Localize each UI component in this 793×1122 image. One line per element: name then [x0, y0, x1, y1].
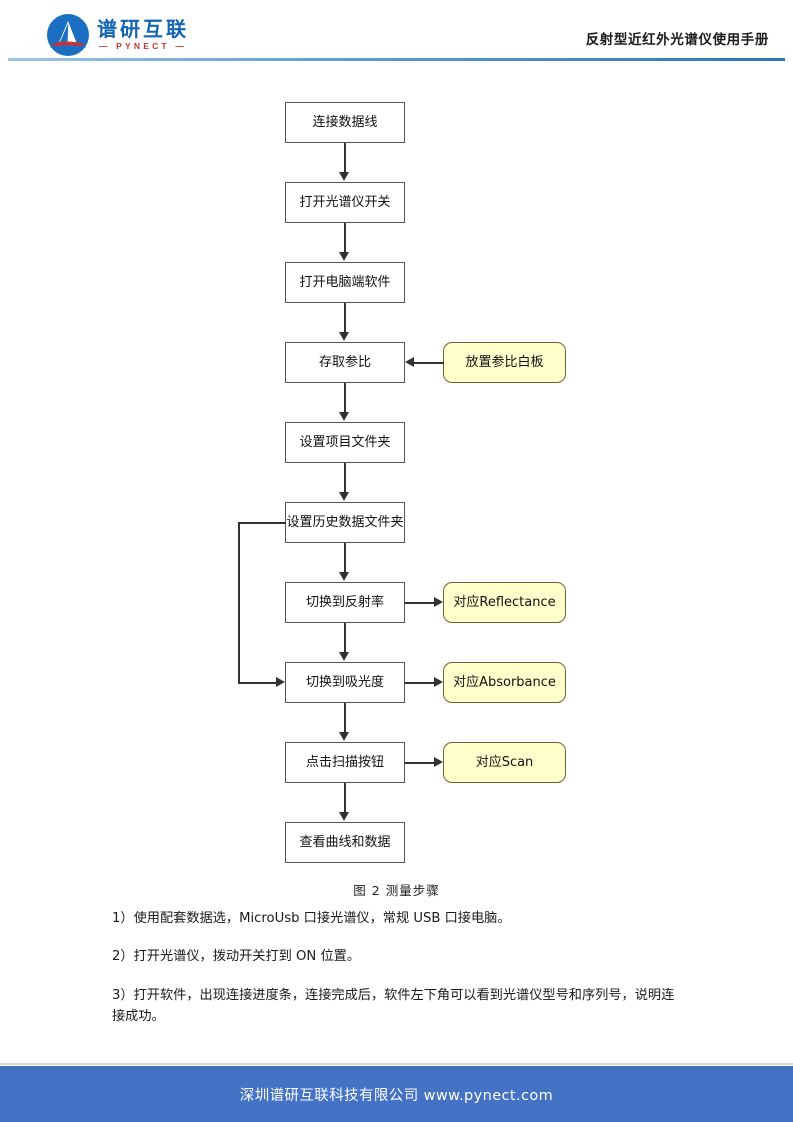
brand-wordmark: 谱研互联	[97, 17, 189, 42]
connector-note-scan	[405, 762, 435, 764]
flow-note-absorbance: 对应Absorbance	[443, 662, 566, 703]
flow-node-view-curve-data: 查看曲线和数据	[285, 822, 405, 863]
arrowhead-feedback-loop-icon	[276, 677, 285, 687]
arrowhead-2-3-icon	[339, 252, 349, 261]
feedback-loop-left-segment	[238, 522, 240, 683]
flow-note-reflectance: 对应Reflectance	[443, 582, 566, 623]
page-footer: 深圳谱研互联科技有限公司 www.pynect.com	[0, 1066, 793, 1122]
flow-node-label: 打开光谱仪开关	[299, 194, 391, 210]
flow-node-label: 切换到吸光度	[305, 674, 384, 690]
flow-node-click-scan: 点击扫描按钮	[285, 742, 405, 783]
arrowhead-3-4-icon	[339, 332, 349, 341]
arrowhead-8-9-icon	[339, 732, 349, 741]
flow-node-label: 点击扫描按钮	[305, 754, 384, 770]
connector-9-10	[344, 783, 346, 814]
arrowhead-1-2-icon	[339, 172, 349, 181]
footer-company-text: 深圳谱研互联科技有限公司 www.pynect.com	[239, 1087, 554, 1104]
footer-divider-rule	[0, 1063, 793, 1065]
arrowhead-reflectance-icon	[434, 597, 443, 607]
flow-node-power-on: 打开光谱仪开关	[285, 182, 405, 223]
connector-7-8	[344, 623, 346, 654]
instruction-step-1: 1）使用配套数据选，MicroUsb 口接光谱仪，常规 USB 口接电脑。	[112, 911, 511, 926]
flow-node-label: 查看曲线和数据	[299, 834, 391, 850]
connector-note-white-panel	[414, 362, 444, 364]
flow-node-open-software: 打开电脑端软件	[285, 262, 405, 303]
figure-caption: 图 2 测量步骤	[353, 883, 440, 898]
instruction-step-2: 2）打开光谱仪，拨动开关打到 ON 位置。	[112, 949, 361, 965]
flow-node-label: 切换到反射率	[305, 594, 384, 610]
instruction-step-3: 3）打开软件，出现连接进度条，连接完成后，软件左下角可以看到光谱仪型号和序列号，…	[112, 987, 675, 1025]
flow-note-label: 对应Absorbance	[453, 674, 556, 690]
connector-8-9	[344, 703, 346, 734]
measurement-steps-flowchart: 连接数据线 打开光谱仪开关 打开电脑端软件 存取参比 设置项目文件夹 设置历史数…	[238, 102, 566, 898]
flow-node-set-history-folder: 设置历史数据文件夹	[285, 502, 405, 543]
flow-node-connect-cable: 连接数据线	[285, 102, 405, 143]
flow-note-place-white-panel: 放置参比白板	[443, 342, 566, 383]
arrowhead-6-7-icon	[339, 572, 349, 581]
flow-node-label: 设置历史数据文件夹	[286, 514, 404, 530]
feedback-loop-top-segment	[238, 522, 286, 524]
flow-node-switch-reflectance: 切换到反射率	[285, 582, 405, 623]
arrowhead-7-8-icon	[339, 652, 349, 661]
connector-note-reflectance	[405, 602, 435, 604]
flow-note-scan: 对应Scan	[443, 742, 566, 783]
header-divider-rule	[8, 58, 785, 61]
flow-node-switch-absorbance: 切换到吸光度	[285, 662, 405, 703]
flow-note-label: 放置参比白板	[465, 354, 544, 370]
connector-1-2	[344, 143, 346, 174]
flow-node-store-reference: 存取参比	[285, 342, 405, 383]
feedback-loop-bottom-segment	[238, 682, 277, 684]
brand-logo-text: 谱研互联 — PYNECT —	[97, 19, 189, 51]
instruction-steps-text: 1）使用配套数据选，MicroUsb 口接光谱仪，常规 USB 口接电脑。 2）…	[112, 908, 682, 1045]
brand-subtext: — PYNECT —	[98, 41, 188, 52]
connector-2-3	[344, 223, 346, 254]
flow-node-label: 打开电脑端软件	[299, 274, 391, 290]
flow-node-label: 连接数据线	[312, 114, 378, 130]
flow-node-label: 设置项目文件夹	[299, 434, 391, 450]
flow-note-label: 对应Reflectance	[453, 594, 556, 610]
arrowhead-9-10-icon	[339, 812, 349, 821]
connector-4-5	[344, 383, 346, 414]
page-header: 谱研互联 — PYNECT — 反射型近红外光谱仪使用手册	[0, 0, 793, 62]
arrowhead-scan-icon	[434, 757, 443, 767]
connector-5-6	[344, 463, 346, 494]
connector-note-absorbance	[405, 682, 435, 684]
flow-node-set-project-folder: 设置项目文件夹	[285, 422, 405, 463]
document-header-title: 反射型近红外光谱仪使用手册	[585, 32, 769, 47]
arrowhead-5-6-icon	[339, 492, 349, 501]
connector-6-7	[344, 543, 346, 574]
flow-note-label: 对应Scan	[475, 754, 534, 770]
arrowhead-4-5-icon	[339, 412, 349, 421]
pynect-sail-circle-logo-icon	[46, 13, 90, 57]
arrowhead-white-panel-icon	[405, 357, 414, 367]
arrowhead-absorbance-icon	[434, 677, 443, 687]
connector-3-4	[344, 303, 346, 334]
brand-logo: 谱研互联 — PYNECT —	[46, 13, 189, 57]
flow-node-label: 存取参比	[318, 354, 371, 370]
